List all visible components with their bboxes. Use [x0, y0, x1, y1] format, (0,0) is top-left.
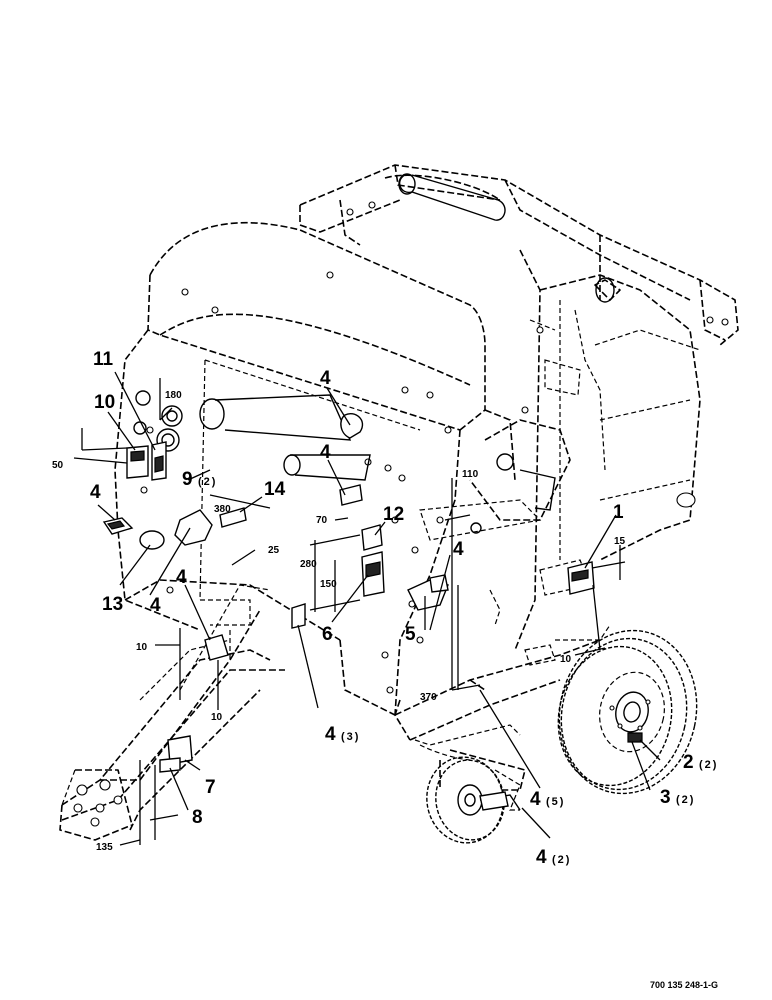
decal-12 — [361, 524, 383, 551]
decal-4-upper — [339, 484, 363, 506]
dim-10-hitch-lower: 10 — [211, 712, 223, 723]
right-side-frame — [514, 249, 701, 651]
callout-4-qty5: 4 — [530, 789, 541, 810]
rear-upper-frame — [299, 164, 739, 346]
dim-25: 25 — [268, 545, 280, 556]
callout-10: 10 — [94, 392, 115, 413]
dim-50: 50 — [52, 460, 64, 471]
callout-4-top: 4 — [320, 368, 331, 389]
callout-13: 13 — [102, 594, 123, 615]
callout-labels: 11 10 4 13 4 9 (2) 14 4 4 12 6 4 5 1 4 4… — [90, 349, 718, 868]
callout-12: 12 — [383, 504, 404, 525]
dim-180: 180 — [165, 390, 182, 401]
main-wheel — [557, 629, 698, 795]
dim-135: 135 — [96, 842, 113, 853]
callout-9-qty: (2) — [198, 476, 217, 488]
decal-4-hitch — [204, 634, 229, 661]
dim-70: 70 — [316, 515, 328, 526]
decal-10 — [126, 445, 149, 479]
main-body-shell — [114, 221, 516, 741]
decals — [102, 413, 595, 773]
right-mechanism — [419, 419, 611, 641]
callout-3-qty: (2) — [676, 794, 695, 806]
callout-7: 7 — [205, 777, 216, 798]
dim-10-hitch-upper: 10 — [136, 642, 148, 653]
leader-lines — [97, 371, 661, 839]
dim-150: 150 — [320, 579, 337, 590]
callout-4-hitch: 4 — [176, 567, 187, 588]
callout-4-qty5-qty: (5) — [546, 796, 565, 808]
callout-4-right: 4 — [453, 539, 464, 560]
callout-11: 11 — [93, 349, 114, 370]
dim-110: 110 — [462, 469, 479, 480]
callout-4-upper: 4 — [320, 442, 331, 463]
callout-6: 6 — [322, 624, 333, 645]
callout-2-qty: (2) — [699, 759, 718, 771]
callout-14: 14 — [264, 479, 286, 500]
callout-2: 2 — [683, 752, 694, 773]
callout-1: 1 — [613, 502, 624, 523]
decal-8 — [159, 757, 181, 773]
dimension-lines — [73, 428, 626, 846]
decal-14 — [219, 507, 247, 528]
decal-4-lower — [291, 603, 306, 629]
callout-4-left: 4 — [90, 482, 101, 503]
hitch-tongue — [59, 584, 285, 841]
decal-4-round — [139, 530, 165, 550]
callout-4-qty3-qty: (3) — [341, 731, 360, 743]
callout-3: 3 — [660, 787, 671, 808]
dim-10-right: 10 — [560, 654, 572, 665]
jack-wheel — [426, 749, 526, 844]
callout-5: 5 — [405, 624, 416, 645]
dim-380: 380 — [214, 504, 231, 515]
dim-15: 15 — [614, 536, 626, 547]
drawing-reference-number: 700 135 248-1-G — [650, 980, 718, 990]
callout-4-qty2-qty: (2) — [552, 854, 571, 866]
axle-frame — [394, 639, 601, 761]
callout-4-round: 4 — [150, 595, 161, 616]
decal-4-top — [340, 413, 364, 439]
dim-370: 370 — [420, 692, 437, 703]
callout-8: 8 — [192, 807, 203, 828]
front-rollers — [133, 390, 371, 481]
callout-4-qty2: 4 — [536, 847, 547, 868]
dimension-labels: 180 50 380 25 70 280 150 110 15 10 10 10… — [52, 390, 626, 853]
decal-7 — [167, 735, 193, 765]
callout-4-qty3: 4 — [325, 724, 336, 745]
dim-280: 280 — [300, 559, 317, 570]
callout-9: 9 — [182, 469, 193, 490]
decal-13 — [174, 509, 213, 546]
